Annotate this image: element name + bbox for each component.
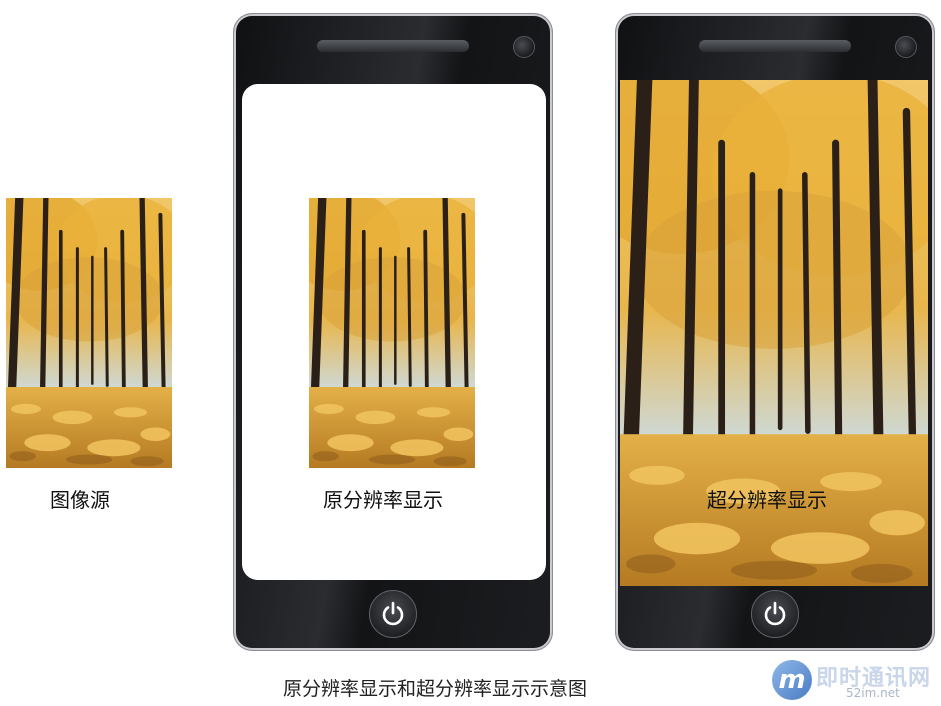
source-image-label: 图像源 [50,488,110,512]
original-resolution-label: 原分辨率显示 [323,488,443,512]
phone-original-resolution [234,14,552,650]
camera-icon [513,36,535,58]
camera-icon [895,36,917,58]
speaker-icon [699,40,851,52]
watermark-name: 即时通讯网 [816,666,932,691]
watermark-logo-icon: m [772,660,812,700]
super-resolution-label: 超分辨率显示 [707,488,827,512]
speaker-icon [317,40,469,52]
figure-caption: 原分辨率显示和超分辨率显示示意图 [283,678,588,700]
source-image [6,198,172,468]
original-resolution-image [309,198,475,468]
power-icon [751,590,799,638]
power-icon [369,590,417,638]
watermark-url: 52im.net [846,686,900,700]
